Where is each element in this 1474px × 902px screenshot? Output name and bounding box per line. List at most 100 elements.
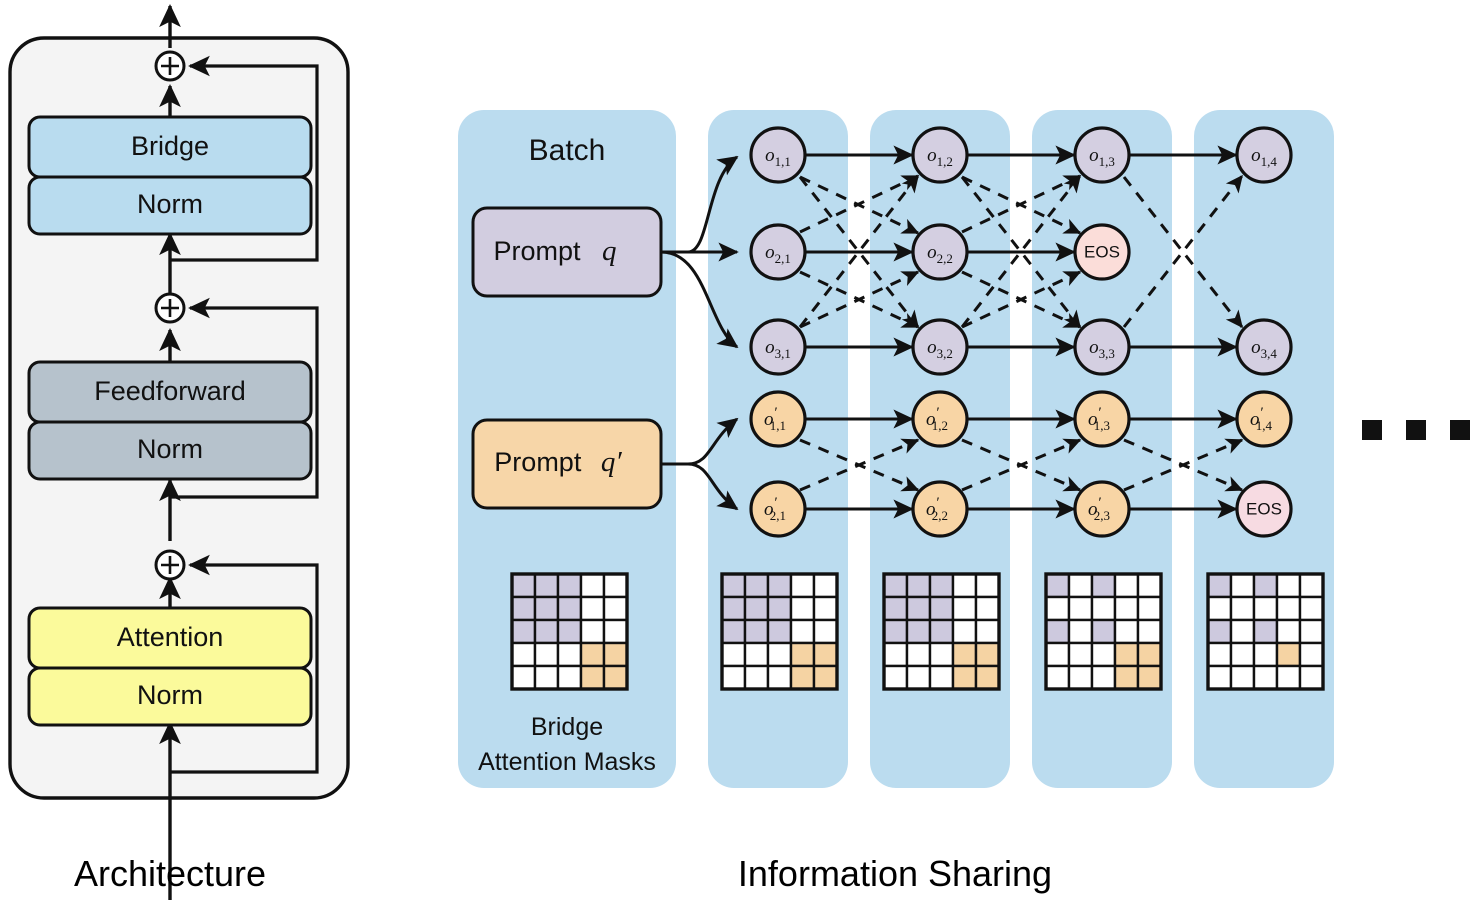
mask-cell bbox=[1044, 664, 1071, 691]
token-op-1-3[interactable]: o′1,3 bbox=[1073, 390, 1131, 448]
mask-cell bbox=[905, 572, 932, 599]
token-op-2-3[interactable]: o′2,3 bbox=[1073, 480, 1131, 538]
svg-text:o3,4: o3,4 bbox=[1251, 337, 1277, 361]
token-op-2-2[interactable]: o′2,2 bbox=[911, 480, 969, 538]
mask-cell bbox=[510, 664, 537, 691]
mask-cell bbox=[974, 664, 1001, 691]
mask-cell bbox=[1206, 618, 1233, 645]
mask-caption-line-1: Bridge bbox=[531, 713, 603, 741]
mask-cell bbox=[556, 618, 583, 645]
mask-cell bbox=[1044, 595, 1071, 622]
token-op-2-1[interactable]: o′2,1 bbox=[749, 480, 807, 538]
mask-cell bbox=[928, 618, 955, 645]
token-label-o-2-1: o bbox=[765, 242, 775, 263]
svg-text:Prompt q: Prompt q bbox=[493, 235, 616, 267]
mask-cell bbox=[743, 572, 770, 599]
mask-cell bbox=[579, 641, 606, 668]
token-o-3-2[interactable]: o3,2 bbox=[911, 318, 969, 376]
architecture-section: Bridge Norm Feedforward Norm Attention N… bbox=[8, 3, 350, 900]
bridge-dashed-arrows-q-prime bbox=[799, 438, 1244, 492]
mask-cell bbox=[1229, 595, 1256, 622]
prompt-box-q-prime[interactable]: Prompt q′ bbox=[471, 418, 663, 510]
mask-cell bbox=[928, 664, 955, 691]
mask-cell bbox=[1206, 572, 1233, 599]
token-o-1-3[interactable]: o1,3 bbox=[1073, 126, 1131, 184]
mask-border bbox=[882, 572, 1001, 691]
token-o-2-1[interactable]: o2,1 bbox=[749, 223, 807, 281]
mask-cell bbox=[951, 595, 978, 622]
mask-cell bbox=[1206, 641, 1233, 668]
mask-cell bbox=[812, 572, 839, 599]
mask-cell bbox=[882, 572, 909, 599]
mask-cell bbox=[1252, 595, 1279, 622]
mask-cell bbox=[1067, 641, 1094, 668]
svg-text:o′2,1: o′2,1 bbox=[764, 495, 786, 523]
mask-cell bbox=[1275, 572, 1302, 599]
attention-mask-2 bbox=[882, 572, 1001, 691]
mask-cell bbox=[533, 572, 560, 599]
mask-cell bbox=[1044, 641, 1071, 668]
residual-attention bbox=[170, 554, 319, 774]
svg-text:o2,2: o2,2 bbox=[927, 242, 953, 266]
architecture-block-attn-norm[interactable]: Norm bbox=[27, 666, 313, 727]
mask-cell bbox=[579, 618, 606, 645]
svg-text:o′1,1: o′1,1 bbox=[764, 405, 786, 433]
mask-cell bbox=[720, 641, 747, 668]
svg-text:o3,1: o3,1 bbox=[765, 337, 791, 361]
mask-cell bbox=[1136, 595, 1163, 622]
token-o-3-3[interactable]: o3,3 bbox=[1073, 318, 1131, 376]
mask-cell bbox=[1229, 618, 1256, 645]
token-op-1-1[interactable]: o′1,1 bbox=[749, 390, 807, 448]
svg-text:o′2,2: o′2,2 bbox=[926, 495, 948, 523]
architecture-block-bridge-norm[interactable]: Norm bbox=[27, 175, 313, 236]
token-o-2-2[interactable]: o2,2 bbox=[911, 223, 969, 281]
token-op-1-2[interactable]: o′1,2 bbox=[911, 390, 969, 448]
mask-cell bbox=[1252, 572, 1279, 599]
token-o-1-4[interactable]: o1,4 bbox=[1235, 126, 1293, 184]
mask-cell bbox=[766, 572, 793, 599]
mask-cell bbox=[1206, 664, 1233, 691]
mask-cell bbox=[743, 595, 770, 622]
mask-cell bbox=[766, 618, 793, 645]
mask-cell bbox=[789, 572, 816, 599]
mask-cell bbox=[602, 572, 629, 599]
mask-cell bbox=[579, 595, 606, 622]
mask-cell bbox=[882, 618, 909, 645]
batch-panel-title: Batch bbox=[529, 134, 606, 167]
mask-cell bbox=[1298, 618, 1325, 645]
mask-cell bbox=[1206, 595, 1233, 622]
attention-mask-0 bbox=[510, 572, 629, 691]
mask-cell bbox=[1298, 572, 1325, 599]
prompt-q-prime-fanout bbox=[661, 417, 739, 511]
attention-mask-1 bbox=[720, 572, 839, 691]
mask-cell bbox=[1229, 572, 1256, 599]
mask-cell bbox=[766, 664, 793, 691]
architecture-block-ff-norm[interactable]: Norm bbox=[27, 420, 313, 481]
residual-bridge bbox=[170, 55, 319, 262]
architecture-block-attention[interactable]: Attention bbox=[27, 606, 313, 670]
mask-cell bbox=[510, 572, 537, 599]
token-eos-q[interactable]: EOS bbox=[1073, 223, 1131, 281]
mask-cell bbox=[1067, 572, 1094, 599]
information-sharing-section: Batch Prompt q Prompt q′ bbox=[458, 110, 1470, 894]
architecture-block-bridge[interactable]: Bridge bbox=[27, 115, 313, 179]
prompt-box-q[interactable]: Prompt q bbox=[471, 206, 663, 298]
mask-cell bbox=[766, 595, 793, 622]
token-o-3-1[interactable]: o3,1 bbox=[749, 318, 807, 376]
mask-cell bbox=[743, 618, 770, 645]
token-o-1-1[interactable]: o1,1 bbox=[749, 126, 807, 184]
token-op-1-4[interactable]: o′1,4 bbox=[1235, 390, 1293, 448]
mask-cell bbox=[602, 618, 629, 645]
mask-cell bbox=[882, 664, 909, 691]
mask-cell bbox=[1298, 664, 1325, 691]
mask-cell bbox=[743, 664, 770, 691]
mask-cell bbox=[1136, 641, 1163, 668]
information-sharing-caption: Information Sharing bbox=[738, 853, 1052, 894]
block-label-bridge-norm: Norm bbox=[137, 189, 203, 219]
svg-text:o′1,2: o′1,2 bbox=[926, 405, 948, 433]
architecture-block-feedforward[interactable]: Feedforward bbox=[27, 360, 313, 424]
token-o-1-2[interactable]: o1,2 bbox=[911, 126, 969, 184]
token-eos-q-prime[interactable]: EOS bbox=[1235, 480, 1293, 538]
svg-text:o′1,4: o′1,4 bbox=[1250, 405, 1273, 433]
token-o-3-4[interactable]: o3,4 bbox=[1235, 318, 1293, 376]
